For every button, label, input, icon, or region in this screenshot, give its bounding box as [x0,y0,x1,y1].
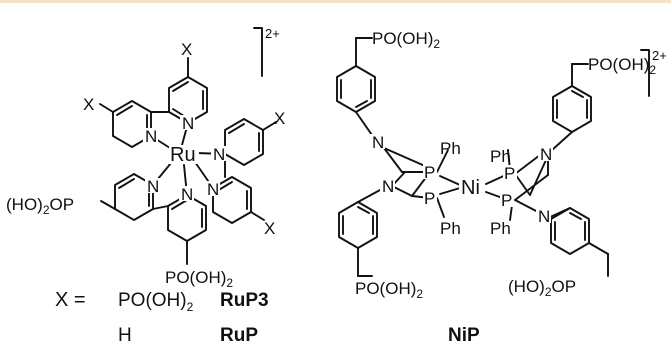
ni-metal-center: Ni [461,177,480,199]
legend-row1-value: PO(OH)2 [118,290,194,314]
phosphorus-lower-right: P [501,191,512,210]
nitrogen-ni-bottom-right: N [538,207,550,226]
top-rule [0,0,671,3]
ni-phosphonate-bottom-left: PO(OH)2 [355,279,423,301]
nitrogen-ni-top-right: N [540,145,552,164]
phenyl-bottom-right: Ph [490,219,511,238]
ru-phosphonate-left: (HO)2OP [6,195,74,217]
ni-phosphonate-bottom-right: (HO)2OP [508,277,576,299]
phosphorus-lower-left: P [424,189,435,208]
phenyl-top-right: Ph [490,147,511,166]
ru-charge: 2+ [265,26,280,41]
nitrogen-ni-top-left: N [372,133,384,152]
legend-row2-value: H [118,325,132,346]
ru-complex-labels: X X X X 2+ N N N N N N Ru (HO)2OP PO(OH)… [6,26,285,290]
ru-phosphonate-bottom: PO(OH)2 [165,268,233,290]
phenyl-top-left: Ph [440,139,461,158]
phenyl-bottom-left: Ph [440,219,461,238]
nitrogen-top: N [182,114,194,133]
nitrogen-bottom-left: N [147,177,159,196]
ni-complex-labels: PO(OH)2 PO(OH)2 2+ N N N N Ph Ph Ph Ph P… [355,29,667,301]
legend-x-label: X = [55,289,86,311]
x-substituent-right: X [274,109,285,128]
compound-legend: X = PO(OH)2 RuP3 H RuP NiP [55,289,480,346]
nitrogen-left: N [145,127,157,146]
ni-charge: 2+ [652,48,667,63]
phosphorus-upper-right: P [504,164,515,183]
nitrogen-bottom-right: N [207,180,219,199]
ni-complex-structure [336,37,650,277]
x-substituent-top: X [181,40,192,59]
ni-phosphonate-top-right: PO(OH)2 [588,55,656,77]
ni-phosphonate-top-left: PO(OH)2 [372,29,440,51]
x-substituent-bottom-right: X [264,219,275,238]
ru-metal-center: Ru [170,144,196,166]
legend-ni-name: NiP [448,325,480,346]
legend-row1-name: RuP3 [220,290,269,311]
nitrogen-ni-left: N [382,177,394,196]
x-substituent-left: X [83,95,94,114]
legend-row2-name: RuP [220,325,258,346]
nitrogen-bottom: N [181,185,193,204]
phosphorus-upper-left: P [424,163,435,182]
nitrogen-right: N [213,145,225,164]
